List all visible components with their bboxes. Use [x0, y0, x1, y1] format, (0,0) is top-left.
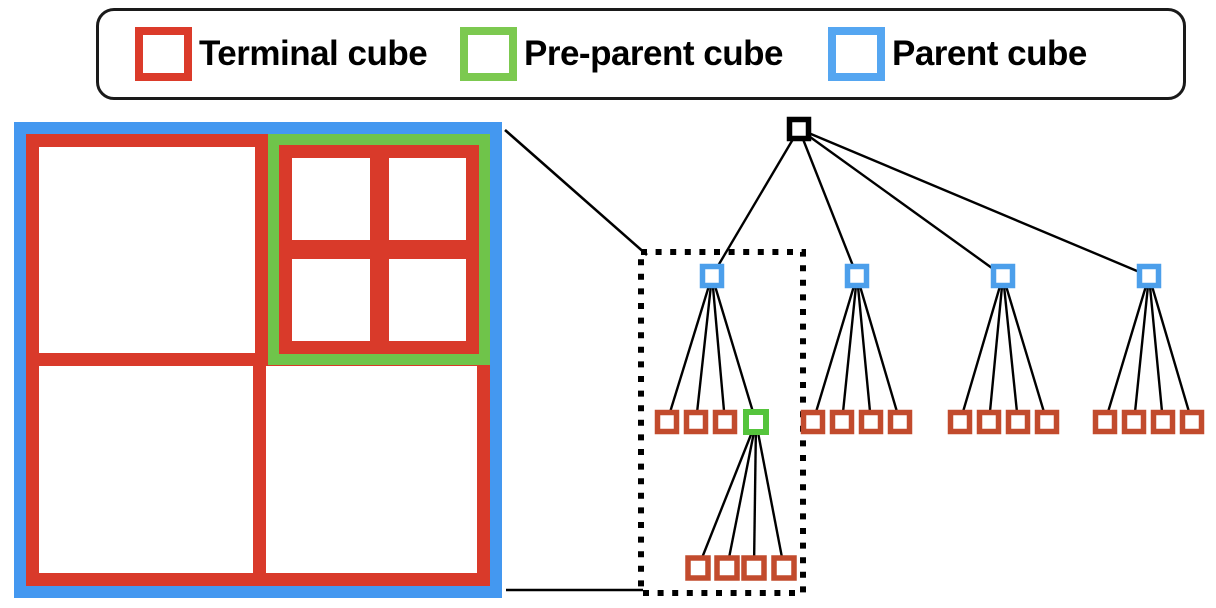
tree-subterminal-node [685, 555, 711, 581]
legend-label-terminal: Terminal cube [199, 34, 428, 73]
tree-edge-parent-child [855, 275, 873, 423]
sub-terminal-cube-1 [292, 158, 370, 240]
tree-terminal-node [654, 409, 680, 435]
tree-edge-root-parent [710, 128, 801, 277]
tree-parent-node [699, 263, 725, 289]
tree-edge-parent-child [1103, 275, 1151, 423]
highlight-dotted-box [638, 249, 806, 596]
terminal-cube-swatch [135, 27, 192, 81]
legend-item-parent: Parent cube [828, 11, 1087, 97]
terminal-cube-bottom-left [26, 353, 268, 586]
tree-terminal-node [829, 409, 855, 435]
tree-terminal-node [1092, 409, 1118, 435]
tree-edge-parent-child [710, 275, 727, 423]
tree-terminal-node [947, 409, 973, 435]
legend-item-preparent: Pre-parent cube [460, 11, 783, 97]
sub-terminal-cube-2 [388, 158, 466, 240]
tree-subterminal-node [771, 555, 797, 581]
legend-item-terminal: Terminal cube [135, 11, 428, 97]
legend-label-preparent: Pre-parent cube [524, 34, 783, 73]
tree-edge-root-parent [798, 128, 1004, 277]
tree-edge-parent-child [987, 275, 1005, 423]
tree-terminal-node [1005, 409, 1031, 435]
parent-cube-swatch [828, 27, 885, 81]
tree-terminal-node [1034, 409, 1060, 435]
tree-edge-parent-child [958, 275, 1005, 423]
tree-edge-parent-child [1132, 275, 1151, 423]
terminal-cube-bottom-right [253, 353, 490, 586]
tree-edge-parent-child [840, 275, 859, 423]
tree-terminal-node [683, 409, 709, 435]
pre-parent-cube-region [268, 134, 490, 365]
tree-terminal-node [712, 409, 738, 435]
tree-terminal-node [1150, 409, 1176, 435]
sub-terminal-cube-4 [388, 259, 466, 341]
tree-edge-preparent-child [754, 421, 786, 569]
tree-terminal-node [976, 409, 1002, 435]
tree-parent-node [990, 263, 1016, 289]
legend: Terminal cube Pre-parent cube Parent cub… [96, 8, 1186, 100]
legend-label-parent: Parent cube [892, 34, 1087, 73]
tree-terminal-node [887, 409, 913, 435]
parent-cube-diagram [14, 122, 502, 598]
tree-root-node [786, 116, 812, 142]
tree-edge-parent-child [694, 275, 714, 423]
tree-parent-node [844, 263, 870, 289]
tree-terminal-node [1179, 409, 1205, 435]
tree-edge-parent-child [1147, 275, 1194, 423]
tree-parent-node [1136, 263, 1162, 289]
tree-edge-root-parent [798, 127, 1150, 278]
tree-terminal-node [800, 409, 826, 435]
preparent-cube-swatch [460, 27, 517, 81]
tree-edge-parent-child [855, 275, 902, 423]
tree-edge-parent-child [665, 275, 714, 423]
tree-edge-parent-child [1001, 275, 1020, 423]
tree-edge-preparent-child [752, 421, 758, 569]
tree-terminal-node [1121, 409, 1147, 435]
zoom-connector-line [504, 129, 648, 256]
terminal-cube-top-left [26, 134, 268, 367]
tree-preparent-node [743, 409, 769, 435]
tree-terminal-node [858, 409, 884, 435]
tree-edge-parent-child [1147, 275, 1165, 423]
tree-subterminal-node [741, 555, 767, 581]
tree-edge-preparent-child [725, 421, 758, 569]
sub-terminal-cube-3 [292, 259, 370, 341]
tree-edge-parent-child [811, 275, 859, 423]
tree-edge-preparent-child [696, 421, 758, 569]
tree-edge-parent-child [1001, 275, 1049, 423]
tree-edge-parent-child [710, 275, 758, 423]
tree-subterminal-node [714, 555, 740, 581]
tree-edge-root-parent [797, 128, 859, 277]
